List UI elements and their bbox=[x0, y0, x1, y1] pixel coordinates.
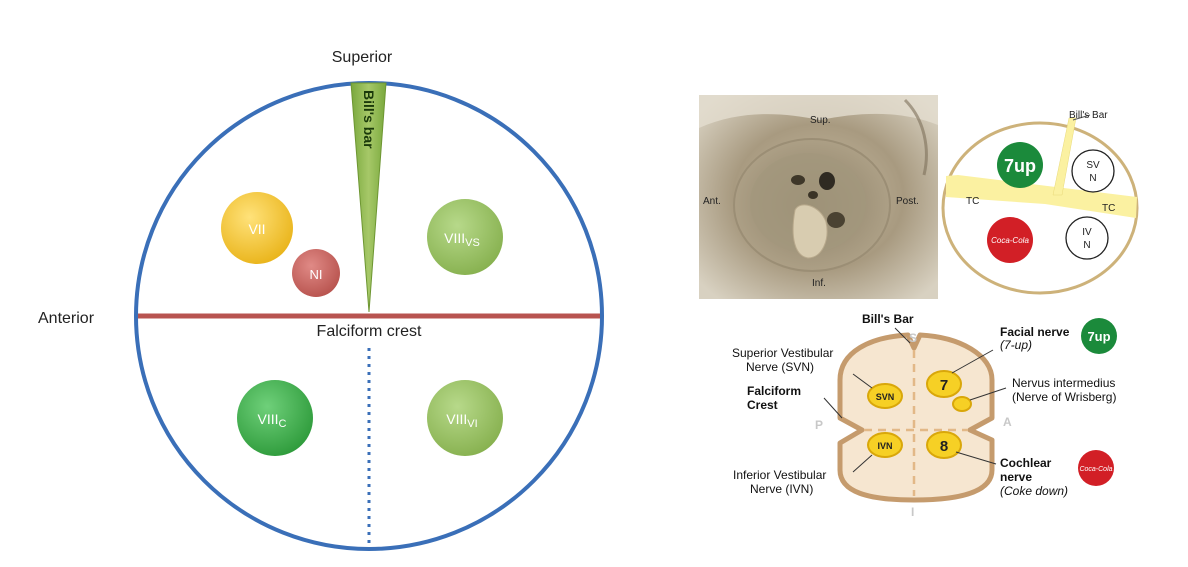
oval-svn-circle bbox=[1071, 149, 1115, 193]
schematic-label-falciform-1: Falciform bbox=[747, 384, 801, 398]
schematic-label-ivn-name-1: Inferior Vestibular bbox=[733, 468, 826, 482]
schematic-letter-s: S bbox=[909, 331, 917, 345]
label-viii-vs: VIIIVS bbox=[444, 230, 480, 249]
schematic-label-8: 8 bbox=[940, 438, 948, 455]
svg-text:7up: 7up bbox=[1087, 329, 1110, 344]
schematic-label-7: 7 bbox=[940, 377, 948, 394]
schematic-letter-i: I bbox=[911, 505, 914, 519]
photo-foramen-1 bbox=[819, 172, 835, 190]
cadaver-photo: Sup. Ant. Post. Inf. bbox=[699, 95, 938, 299]
schematic-label-facial-1: Facial nerve bbox=[1000, 325, 1070, 339]
schematic-ni-ellipse bbox=[952, 396, 972, 412]
schematic-label-svn: SVN bbox=[876, 392, 895, 402]
svg-text:Coca-Cola: Coca-Cola bbox=[1079, 466, 1112, 473]
schematic-label-ni-1: Nervus intermedius bbox=[1012, 376, 1115, 390]
svg-text:7up: 7up bbox=[1004, 156, 1036, 176]
schematic-label-cochlear-2: nerve bbox=[1000, 470, 1032, 484]
label-viii-vi: VIIIVI bbox=[446, 411, 477, 430]
schematic-facial-ellipse bbox=[926, 370, 962, 398]
svg-text:Coca-Cola: Coca-Cola bbox=[991, 236, 1029, 245]
schematic-label-cochlear-3: (Coke down) bbox=[1000, 484, 1068, 498]
label-viii-c: VIIIC bbox=[258, 411, 287, 430]
photo-crest bbox=[792, 204, 828, 259]
label-superior: Superior bbox=[332, 49, 393, 66]
photo-label-sup: Sup. bbox=[810, 115, 831, 126]
photo-foramen-2 bbox=[791, 175, 805, 185]
left-diagram: Superior Anterior Bill's bar Falciform c… bbox=[38, 49, 604, 551]
schematic-letter-p: P bbox=[815, 418, 823, 432]
oval-label-svn-1: SV bbox=[1086, 160, 1100, 171]
oval-label-bills-bar: Bill's Bar bbox=[1069, 110, 1108, 121]
oval-label-ivn-2: N bbox=[1083, 240, 1090, 251]
schematic-cochlear-ellipse bbox=[926, 431, 962, 459]
photo-foramen-4 bbox=[827, 212, 845, 228]
nervus-intermedius-circle bbox=[292, 249, 340, 297]
schematic-label-ni-2: (Nerve of Wrisberg) bbox=[1012, 390, 1116, 404]
oval-coke-logo: Coca-Cola bbox=[987, 217, 1033, 263]
facial-nerve-circle bbox=[221, 192, 293, 264]
schematic-label-svn-name-2: Nerve (SVN) bbox=[746, 360, 814, 374]
oval-label-svn-2: N bbox=[1089, 173, 1096, 184]
oval-label-ivn-1: IV bbox=[1082, 227, 1092, 238]
photo-label-ant: Ant. bbox=[703, 196, 721, 207]
label-falciform-crest: Falciform crest bbox=[317, 323, 422, 340]
label-anterior: Anterior bbox=[38, 310, 95, 327]
schematic-meatus-body bbox=[837, 332, 995, 503]
schematic-label-ivn: IVN bbox=[877, 441, 892, 451]
cochlear-nerve-circle bbox=[237, 380, 313, 456]
oval-bills-bar-wedge bbox=[1052, 117, 1077, 196]
label-bills-bar: Bill's bar bbox=[361, 90, 377, 149]
schematic-coke-logo: Coca-Cola bbox=[1078, 450, 1114, 486]
schematic-ivn-ellipse bbox=[867, 432, 903, 458]
oval-ivn-circle bbox=[1065, 216, 1109, 260]
schematic-label-bills-bar: Bill's Bar bbox=[862, 312, 914, 326]
superior-vestibular-circle bbox=[427, 199, 503, 275]
schematic-diagram: Bill's Bar S P A I SVN IVN 7 8 Superior … bbox=[732, 312, 1117, 519]
photo-label-post: Post. bbox=[896, 196, 919, 207]
schematic-label-cochlear-1: Cochlear bbox=[1000, 456, 1052, 470]
transverse-crest-band bbox=[946, 175, 1137, 218]
oval-label-tc-left: TC bbox=[966, 196, 979, 207]
label-ni: NI bbox=[310, 267, 323, 282]
photo-foramen-3 bbox=[808, 191, 818, 199]
schematic-svn-ellipse bbox=[867, 383, 903, 409]
label-vii: VII bbox=[248, 221, 265, 237]
schematic-label-facial-2: (7-up) bbox=[1000, 338, 1032, 352]
photo-label-inf: Inf. bbox=[812, 278, 826, 289]
schematic-7up-logo: 7up bbox=[1081, 318, 1117, 354]
schematic-label-svn-name-1: Superior Vestibular bbox=[732, 346, 833, 360]
inferior-vestibular-circle bbox=[427, 380, 503, 456]
oval-7up-logo: 7up bbox=[997, 142, 1043, 188]
oval-label-tc-right: TC bbox=[1102, 203, 1115, 214]
oval-diagram: Bill's Bar TC TC 7up Coca-Cola SV N IV N bbox=[941, 110, 1139, 295]
schematic-label-ivn-name-2: Nerve (IVN) bbox=[750, 482, 813, 496]
schematic-letter-a: A bbox=[1003, 415, 1012, 429]
schematic-label-falciform-2: Crest bbox=[747, 398, 778, 412]
bills-bar-wedge bbox=[350, 82, 387, 313]
